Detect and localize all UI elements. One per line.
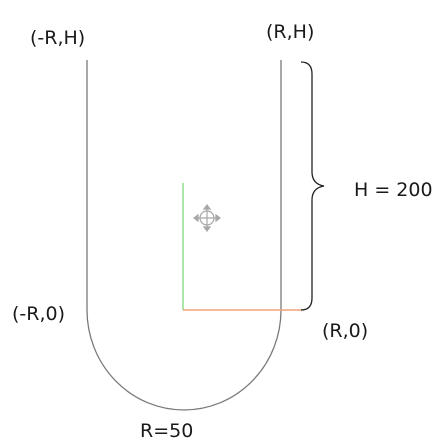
label-mid-right: (R,0) [322, 320, 368, 342]
label-top-right: (R,H) [266, 21, 314, 43]
move-crosshair-icon[interactable] [193, 204, 221, 232]
label-radius: R=50 [140, 420, 193, 442]
height-brace [300, 61, 325, 311]
u-shape-outline [86, 60, 282, 411]
label-height: H = 200 [354, 179, 433, 201]
label-mid-left: (-R,0) [12, 303, 65, 325]
label-top-left: (-R,H) [30, 27, 85, 49]
